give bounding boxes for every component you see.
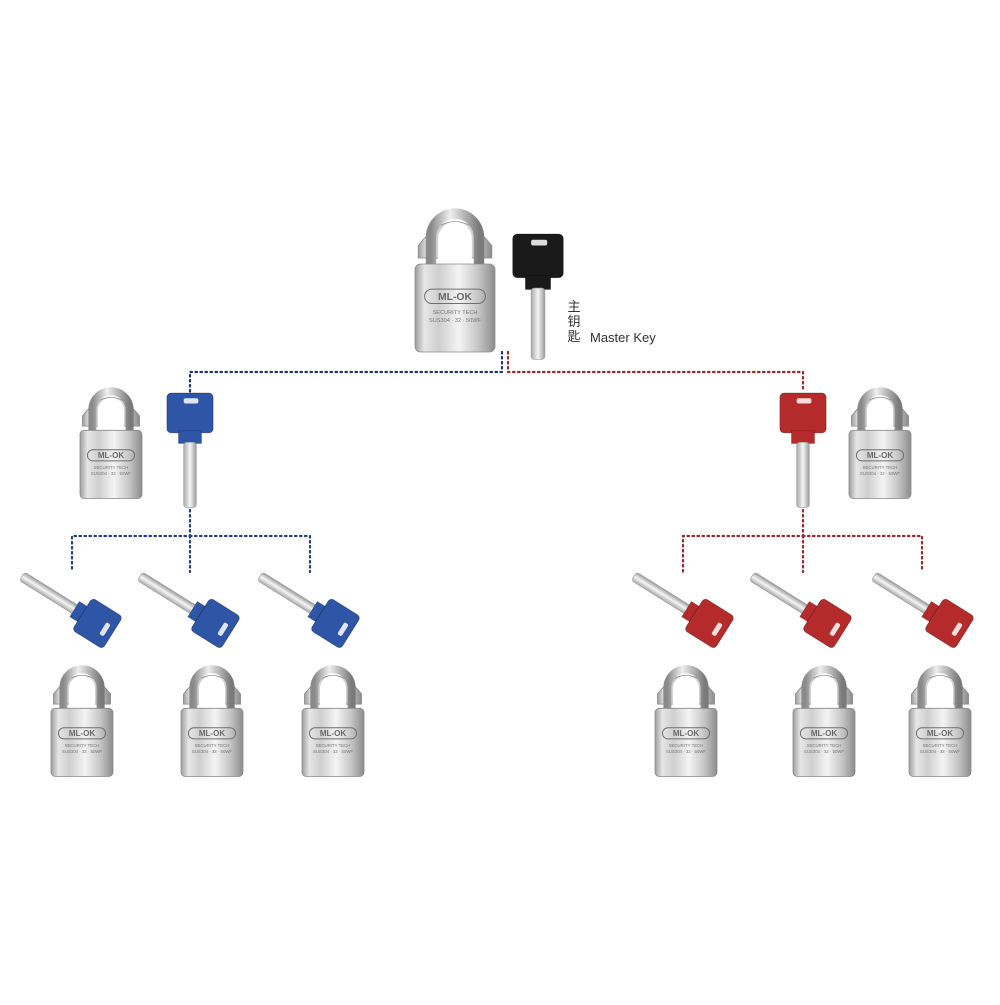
key-hole (184, 398, 199, 403)
padlock-engraving-line1: SECURITY TECH (669, 743, 704, 748)
key-blade (531, 288, 545, 359)
red-sub-key-1 (624, 560, 735, 649)
padlock-engraving-line2: SUS304 · 32 · 50WF (920, 749, 961, 754)
padlock-brand-text: ML-OK (69, 729, 96, 738)
connector-lines (72, 352, 922, 572)
padlock-opening (199, 676, 225, 710)
key-hole (797, 398, 812, 403)
red-branch-left (683, 505, 803, 572)
key-blade (749, 572, 810, 615)
padlock-engraving-line1: SECURITY TECH (195, 743, 230, 748)
padlock-engraving-line2: SUS304 · 32 · 50WF (192, 749, 233, 754)
key-blade (19, 572, 80, 615)
padlock-opening (98, 398, 124, 432)
padlock-body (415, 264, 495, 352)
padlock-opening (867, 398, 893, 432)
padlock-engraving-line1: SECURITY TECH (316, 743, 351, 748)
blue-branch-right (190, 536, 310, 572)
padlock-opening (927, 676, 953, 710)
padlock-brand-text: ML-OK (673, 729, 700, 738)
blue-group-key (167, 393, 213, 507)
blue-sub-key-1 (12, 560, 123, 649)
padlock-opening (320, 676, 346, 710)
padlock-engraving-line1: SECURITY TECH (807, 743, 842, 748)
key-blade (137, 572, 198, 615)
red-branch-right (803, 536, 922, 572)
padlock-engraving-line1: SECURITY TECH (65, 743, 100, 748)
master-padlock: ML-OK SECURITY TECH SUS304 · 32 · 50WF (415, 214, 495, 352)
master-key-cjk-label: 主钥匙 (566, 300, 582, 345)
padlock-engraving-line1: SECURITY TECH (94, 465, 129, 470)
padlock-opening (811, 676, 837, 710)
padlock-engraving-line2: SUS304 · 32 · 50WF (804, 749, 845, 754)
padlock-engraving-line2: SUS304 · 32 · 50WF (313, 749, 354, 754)
blue-branch-left (72, 505, 190, 572)
blue-sub-key-2 (130, 560, 241, 649)
padlock-engraving-line2: SUS304 · 32 · 50WF (666, 749, 707, 754)
padlock-brand-text: ML-OK (98, 451, 125, 460)
red-sub-key-3 (864, 560, 975, 649)
key-neck (178, 431, 201, 444)
master-to-red-line (508, 352, 803, 392)
padlock-opening (438, 222, 472, 266)
blue-sub-key-3 (250, 560, 361, 649)
key-neck (525, 276, 550, 290)
padlock-brand-text: ML-OK (811, 729, 838, 738)
key-blade (631, 572, 692, 615)
padlock-opening (69, 676, 95, 710)
padlock-brand-text: ML-OK (320, 729, 347, 738)
key-blade (257, 572, 318, 615)
padlock-brand-text: ML-OK (867, 451, 894, 460)
padlock-engraving-line1: SECURITY TECH (863, 465, 898, 470)
padlock-brand-text: ML-OK (199, 729, 226, 738)
key-blade (871, 572, 932, 615)
master-key-label: Master Key (590, 330, 656, 345)
key-blade (797, 442, 810, 507)
padlock-brand-text: ML-OK (438, 292, 473, 303)
key-hole (531, 240, 547, 246)
red-group-key (780, 393, 826, 507)
padlock-engraving-line2: SUS304 · 32 · 50WF (860, 471, 901, 476)
padlock-engraving-line1: SECURITY TECH (433, 310, 478, 316)
padlock-engraving-line2: SUS304 · 32 · 50WF (91, 471, 132, 476)
padlock-engraving-line2: SUS304 · 32 · 50WF (62, 749, 103, 754)
padlock-engraving-line1: SECURITY TECH (923, 743, 958, 748)
padlock-opening (673, 676, 699, 710)
red-sub-key-2 (742, 560, 853, 649)
master-to-blue-line (190, 352, 502, 392)
key-blade (184, 442, 197, 507)
padlock-engraving-line2: SUS304 · 32 · 50WF (429, 318, 482, 324)
padlock-brand-text: ML-OK (927, 729, 954, 738)
master-key (513, 234, 564, 359)
key-neck (791, 431, 814, 444)
